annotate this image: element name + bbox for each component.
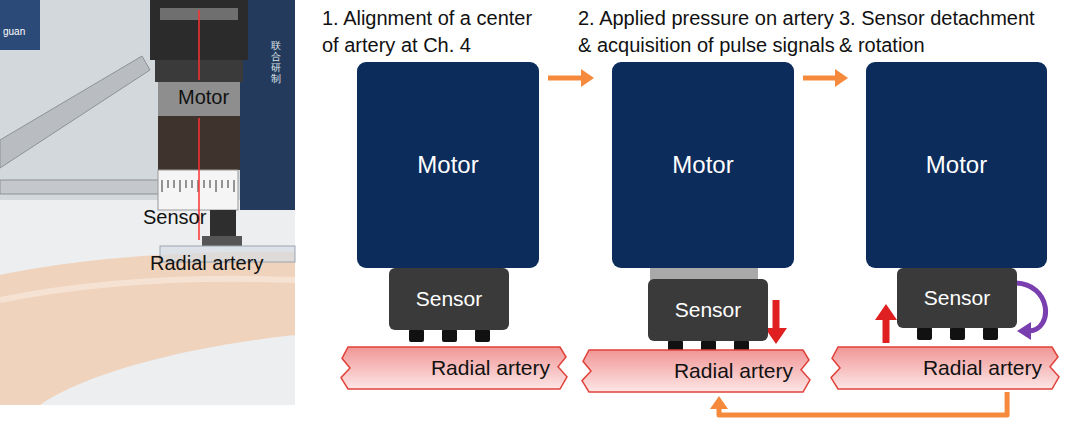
arrow-head bbox=[581, 69, 594, 87]
sensor-label: Sensor bbox=[924, 286, 991, 310]
device-photo bbox=[0, 0, 295, 405]
motor-label: Motor bbox=[926, 151, 987, 179]
artery-shape bbox=[341, 347, 567, 389]
sensor-label: Sensor bbox=[416, 287, 483, 311]
flow-arrow bbox=[710, 392, 1007, 415]
radial-artery-label: Radial artery bbox=[431, 356, 550, 380]
photo-mark: guan bbox=[3, 26, 25, 38]
radial-artery-label: Radial artery bbox=[923, 356, 1042, 380]
motor-box: Motor bbox=[612, 62, 794, 268]
arrow-line bbox=[548, 76, 583, 81]
radial-artery-label: Radial artery bbox=[674, 359, 793, 383]
sensor-box: Sensor bbox=[389, 268, 509, 330]
part-name: Motor bbox=[178, 86, 229, 109]
part-name: Sensor bbox=[143, 206, 206, 229]
step-heading: 1. Alignment of a center of artery at Ch… bbox=[322, 5, 544, 59]
part-name: Radial artery bbox=[150, 252, 263, 275]
flow-arrow bbox=[548, 69, 594, 87]
pressure-arrow bbox=[765, 300, 787, 344]
rotation-arrow bbox=[1014, 283, 1046, 340]
sensor-box: Sensor bbox=[897, 268, 1017, 328]
photo-mark: 联合研制 bbox=[271, 40, 281, 84]
arrow-head bbox=[835, 69, 848, 87]
sensor-box: Sensor bbox=[648, 279, 768, 341]
arrow-line bbox=[803, 76, 837, 81]
arrow-head bbox=[710, 396, 728, 409]
step-heading: 2. Applied pressure on artery & acquisit… bbox=[578, 5, 844, 59]
radial-artery-band: Radial artery bbox=[830, 346, 1060, 390]
motor-label: Motor bbox=[672, 151, 733, 179]
motor-label: Motor bbox=[417, 151, 478, 179]
flow-arrow bbox=[803, 69, 848, 87]
artery-shape bbox=[582, 350, 810, 392]
arrow-line bbox=[719, 392, 1007, 415]
motor-box: Motor bbox=[866, 62, 1047, 268]
artery-shape bbox=[831, 347, 1059, 389]
sensor-label: Sensor bbox=[675, 298, 742, 322]
detach-arrow bbox=[875, 304, 897, 343]
step-heading: 3. Sensor detachment & rotation bbox=[839, 5, 1044, 59]
motor-box: Motor bbox=[357, 62, 539, 268]
radial-artery-band: Radial artery bbox=[581, 349, 811, 393]
radial-artery-band: Radial artery bbox=[340, 346, 568, 390]
